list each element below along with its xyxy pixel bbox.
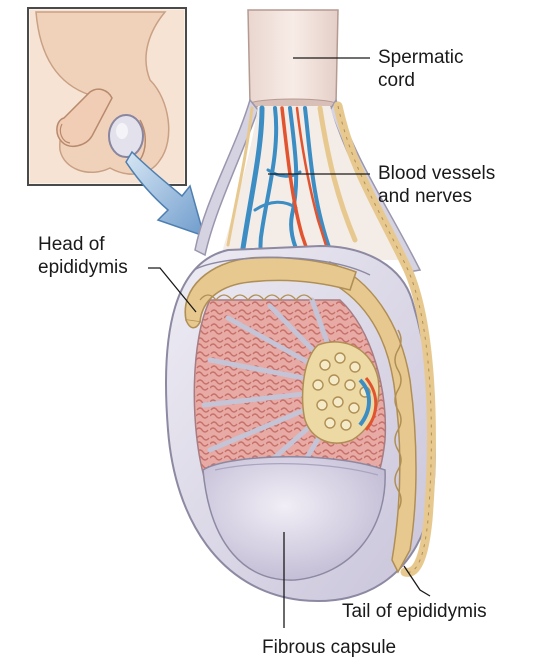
label-blood-vessels-line1: Blood vessels <box>378 162 495 185</box>
inset-illustration <box>28 8 186 185</box>
label-spermatic-cord-line1: Spermatic <box>378 46 464 69</box>
label-spermatic-cord: Spermatic cord <box>378 46 464 92</box>
label-fibrous-capsule-text: Fibrous capsule <box>262 636 396 659</box>
testis-interior <box>194 300 385 580</box>
label-spermatic-cord-line2: cord <box>378 69 464 92</box>
label-tail-epididymis: Tail of epididymis <box>342 600 487 623</box>
label-head-epididymis-line2: epididymis <box>38 256 128 279</box>
label-fibrous-capsule: Fibrous capsule <box>262 636 396 659</box>
label-blood-vessels: Blood vessels and nerves <box>378 162 495 208</box>
label-head-epididymis-line1: Head of <box>38 233 128 256</box>
label-tail-epididymis-text: Tail of epididymis <box>342 600 487 623</box>
label-blood-vessels-line2: and nerves <box>378 185 495 208</box>
label-head-epididymis: Head of epididymis <box>38 233 128 279</box>
